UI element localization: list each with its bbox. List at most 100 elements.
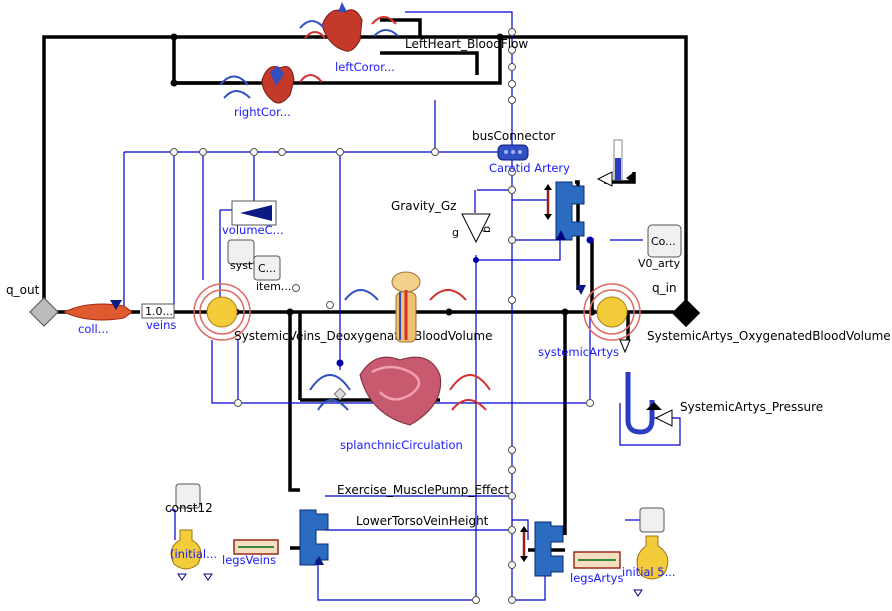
carotid-height-wire[interactable] <box>475 239 561 261</box>
carotid-to-artys-wire[interactable] <box>575 180 580 290</box>
node[interactable] <box>292 284 300 292</box>
const-right-component[interactable] <box>639 507 665 533</box>
node[interactable] <box>326 301 334 309</box>
systemic-pressure-sensor[interactable] <box>625 372 673 435</box>
node[interactable] <box>278 148 286 156</box>
const12-component[interactable] <box>175 483 201 509</box>
initial-left-label: (initial... <box>170 547 217 561</box>
legs-veins-bottom-wire[interactable] <box>317 565 476 601</box>
systemic-veins-component[interactable] <box>193 283 251 341</box>
splanchnic-component[interactable] <box>309 356 491 426</box>
gravity-triangle-icon <box>461 213 491 244</box>
vessel-icon <box>317 399 349 411</box>
body-component[interactable] <box>344 271 467 343</box>
node[interactable] <box>508 466 516 474</box>
right-coronary-component[interactable] <box>219 66 323 104</box>
const-box <box>639 507 665 533</box>
q-in-label: q_in <box>652 281 677 295</box>
intestine-icon <box>359 356 442 426</box>
node[interactable] <box>508 492 516 500</box>
legs-veins-vertical-wire[interactable] <box>288 312 300 492</box>
vessel-icon <box>223 90 251 99</box>
gravity-component[interactable]: g g <box>452 213 494 244</box>
veins-const-component[interactable] <box>141 303 175 319</box>
left-heart-bloodflow-label: LeftHeart_BloodFlow <box>405 37 528 51</box>
legs-artys-resistor[interactable] <box>573 551 621 569</box>
node[interactable] <box>508 80 516 88</box>
volume-c-component[interactable] <box>231 200 277 226</box>
port-diamond <box>333 387 347 401</box>
splanchnic-label: splanchnicCirculation <box>340 438 463 452</box>
node[interactable] <box>508 526 516 534</box>
legs-artys-bottom-wire[interactable] <box>512 570 546 601</box>
node[interactable] <box>508 446 516 454</box>
node[interactable] <box>508 296 516 304</box>
pump-icon <box>299 509 329 566</box>
pump-icon <box>555 181 585 241</box>
node[interactable] <box>508 28 516 36</box>
left-coronary-wire[interactable] <box>380 51 479 75</box>
carotid-pump[interactable] <box>544 181 585 241</box>
systemic-artys-oxygenated-volume-label: SystemicArtys_OxygenatedBloodVolume <box>647 329 891 343</box>
initial-right-label: initial 5... <box>622 565 676 579</box>
carotid-pressure-sensor[interactable] <box>596 139 634 187</box>
node[interactable] <box>234 399 242 407</box>
initial-right-component[interactable] <box>633 535 669 597</box>
node[interactable] <box>508 46 516 54</box>
legs-veins-label: legsVeins <box>222 553 276 567</box>
junction-dot <box>496 33 504 41</box>
g-symbol: g <box>452 226 459 239</box>
co-const-component[interactable] <box>647 224 682 258</box>
systemic-artys-component[interactable] <box>576 283 641 354</box>
node[interactable] <box>508 96 516 104</box>
node[interactable] <box>170 148 178 156</box>
outer-loop-wire[interactable] <box>42 35 688 313</box>
node[interactable] <box>508 186 516 194</box>
vessel-icon <box>304 31 326 39</box>
node[interactable] <box>199 148 207 156</box>
q-out-label: q_out <box>6 283 40 297</box>
vessel-icon <box>373 29 399 37</box>
vessel-icon <box>299 74 323 83</box>
vessel-icon <box>309 374 351 391</box>
left-heart-wire[interactable] <box>380 18 422 37</box>
const-box-syst[interactable] <box>227 239 255 265</box>
arrow-down-icon <box>544 214 552 220</box>
legs-veins-pump[interactable] <box>299 509 329 566</box>
left-heart-component[interactable] <box>299 2 399 52</box>
ring-icon <box>583 283 641 341</box>
legs-artys-signal-wire[interactable] <box>512 519 529 540</box>
initial-left-wire[interactable] <box>170 509 176 540</box>
vessel-icon <box>270 66 284 86</box>
q-out-port[interactable] <box>29 297 59 327</box>
legs-artys-pump[interactable] <box>520 521 564 577</box>
q-in-port[interactable] <box>671 298 701 328</box>
heart-icon <box>321 9 363 52</box>
node[interactable] <box>250 148 258 156</box>
node[interactable] <box>586 399 594 407</box>
node[interactable] <box>508 236 516 244</box>
junction-dot <box>170 33 178 41</box>
output-triangle-icon <box>203 573 213 581</box>
node[interactable] <box>472 596 480 604</box>
node[interactable] <box>336 148 344 156</box>
node[interactable] <box>431 148 439 156</box>
bus-pin <box>518 150 522 154</box>
vessel-icon <box>299 20 325 29</box>
gauge-fill <box>615 158 621 180</box>
node[interactable] <box>508 63 516 71</box>
const-box <box>175 483 201 509</box>
arrow-up-icon <box>520 526 528 532</box>
node[interactable] <box>508 168 516 176</box>
coll-component[interactable] <box>62 300 133 321</box>
right-coronary-loop-wire[interactable] <box>172 37 502 85</box>
legs-veins-resistor[interactable] <box>233 539 279 555</box>
carotid-out-wire[interactable] <box>590 238 594 312</box>
node[interactable] <box>508 561 516 569</box>
g-symbol-rotated: g <box>481 226 494 233</box>
const-box-c[interactable] <box>253 255 281 281</box>
initial-left-component[interactable] <box>170 529 213 581</box>
arrow-up-icon <box>646 402 662 410</box>
node[interactable] <box>508 596 516 604</box>
